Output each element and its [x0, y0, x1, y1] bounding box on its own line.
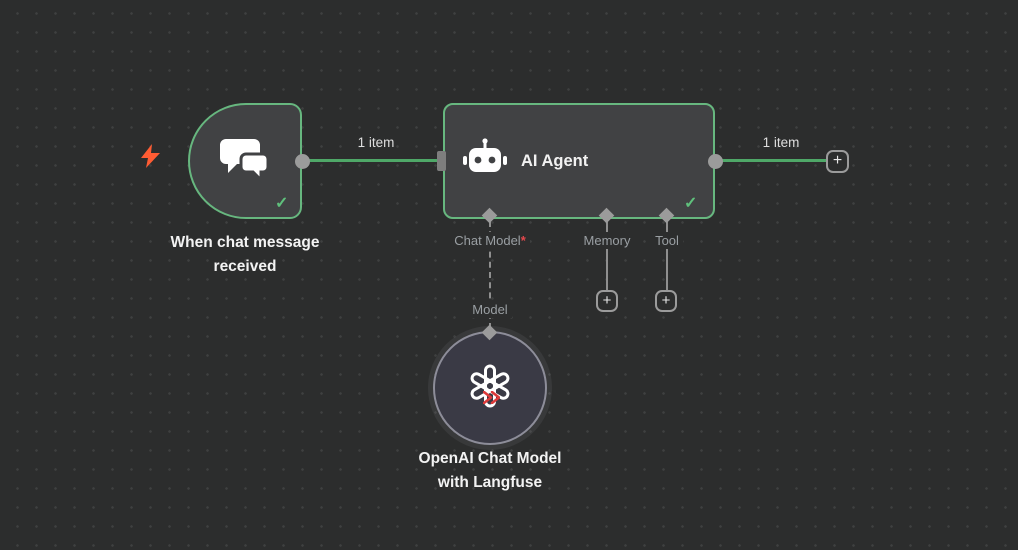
- trigger-node-title: When chat message received: [170, 234, 320, 275]
- add-memory-button[interactable]: +: [596, 290, 618, 312]
- agent-output-port[interactable]: [708, 154, 723, 169]
- tool-port-wire: [666, 221, 668, 291]
- chat-model-connection: [489, 221, 491, 329]
- tool-port-label: Tool: [637, 232, 697, 249]
- node-ai-agent[interactable]: AI Agent: [443, 103, 715, 219]
- trigger-output-port[interactable]: [295, 154, 310, 169]
- robot-icon: [463, 137, 507, 185]
- edge-items-label: 1 item: [357, 135, 395, 150]
- chat-bubbles-icon: [219, 137, 271, 188]
- agent-node-title: AI Agent: [521, 151, 589, 170]
- connection-agent-to-plus[interactable]: [720, 159, 828, 162]
- trigger-bolt-icon: [141, 144, 160, 173]
- agent-main-input-port[interactable]: [437, 151, 446, 171]
- memory-port-label: Memory: [567, 232, 647, 249]
- add-tool-button[interactable]: +: [655, 290, 677, 312]
- chat-model-port-label: Chat Model*: [430, 232, 550, 249]
- node-openai-chat-model[interactable]: [433, 331, 547, 445]
- success-check-icon: ✓: [684, 195, 698, 212]
- langfuse-badge-icon: [482, 390, 501, 409]
- memory-port-wire: [606, 221, 608, 291]
- model-node-title: OpenAI Chat Model with Langfuse: [418, 450, 562, 491]
- success-check-icon: ✓: [275, 195, 289, 212]
- required-asterisk: *: [520, 233, 526, 248]
- add-next-node-button[interactable]: +: [826, 150, 849, 173]
- edge-items-label: 1 item: [762, 135, 800, 150]
- model-connection-label: Model: [460, 301, 520, 318]
- connection-trigger-to-agent[interactable]: [304, 159, 444, 162]
